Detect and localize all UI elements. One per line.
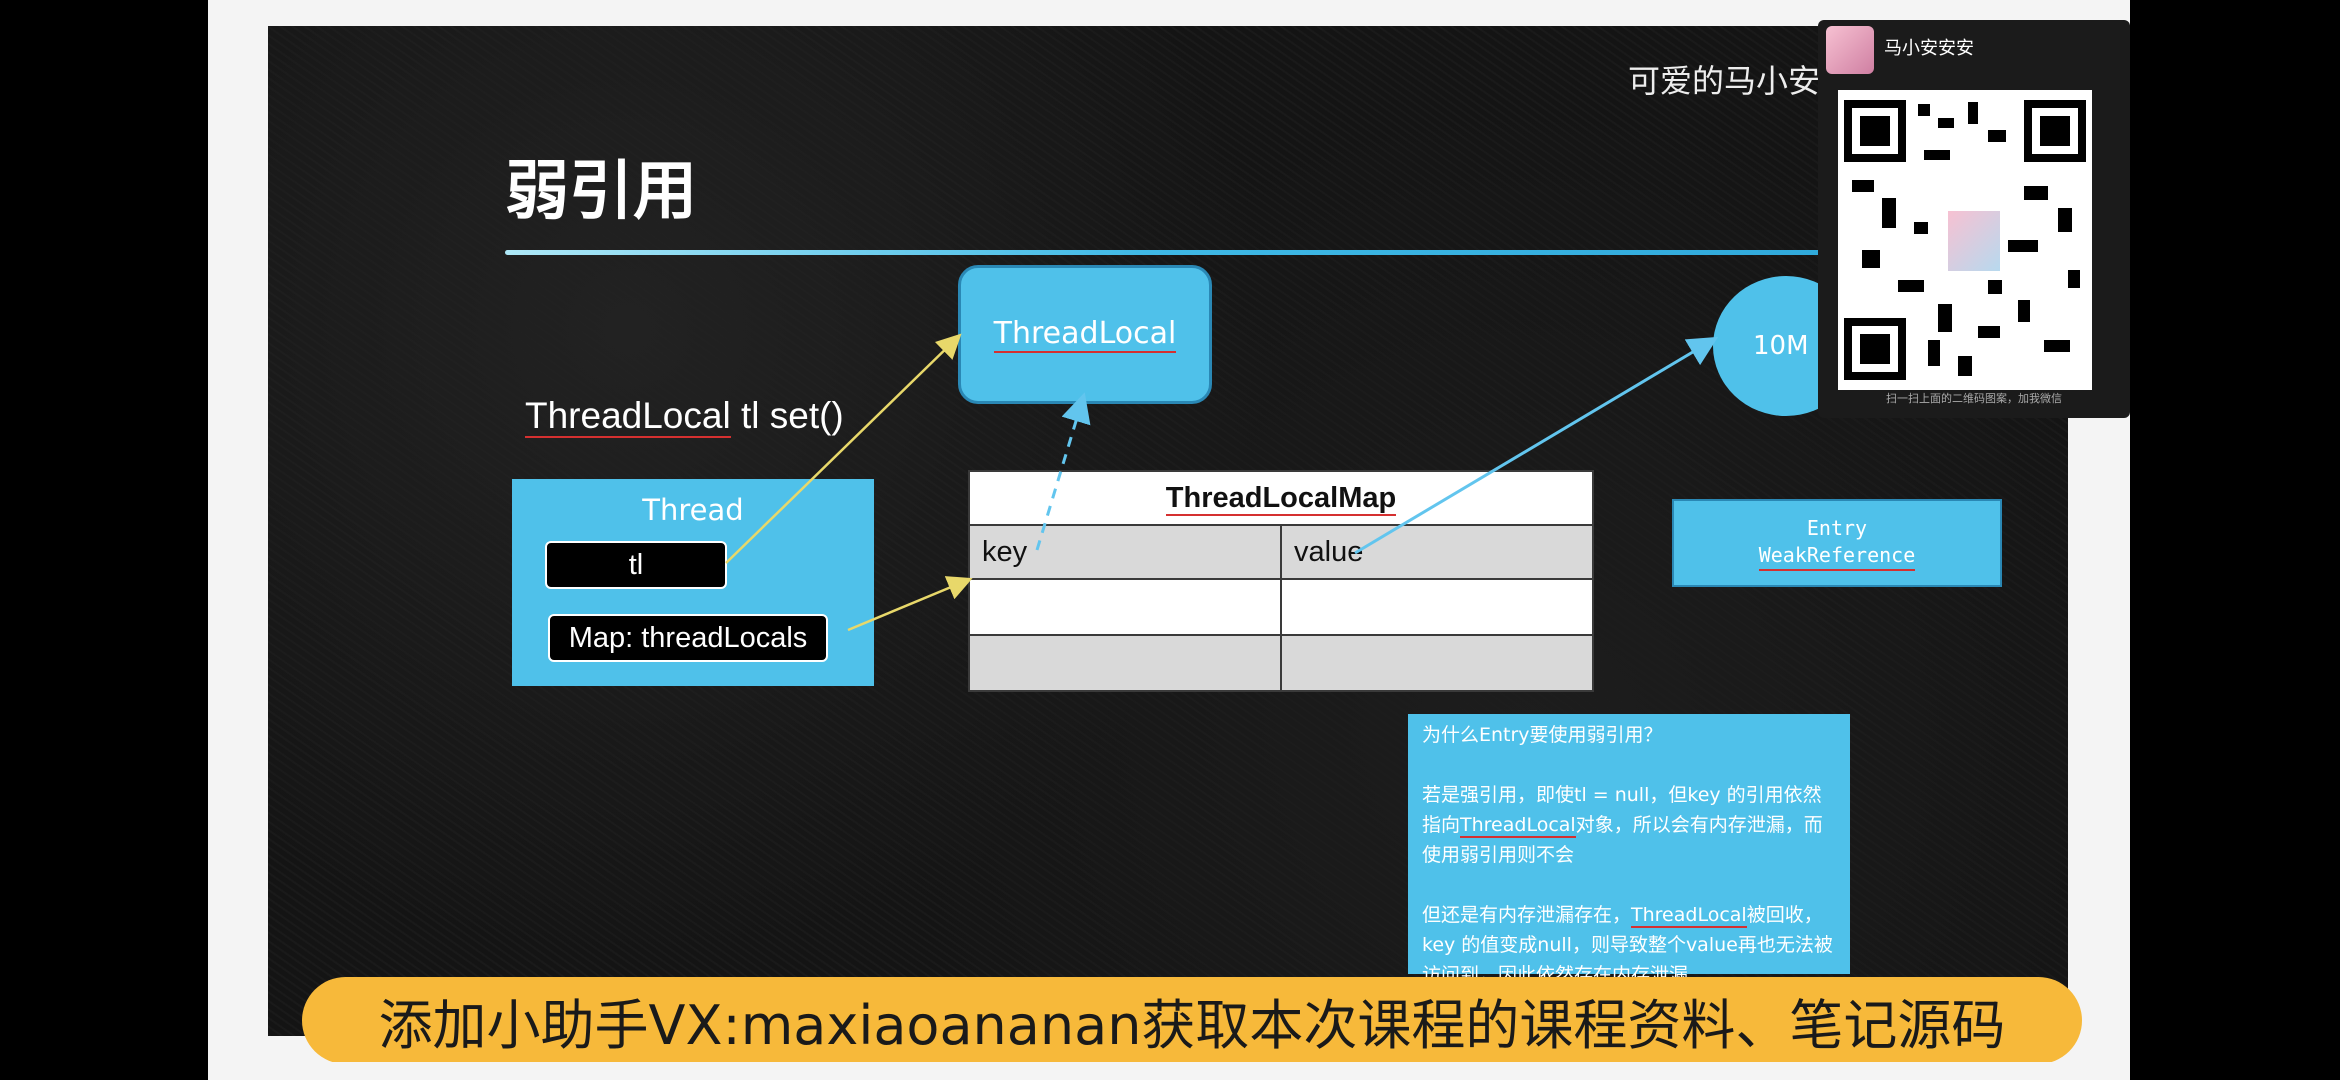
explanation-note: 为什么Entry要使用弱引用？ 若是强引用，即使tl = null，但key 的… [1408,714,1850,986]
qr-center-avatar [1945,208,2003,274]
code-line-suffix: tl set() [730,395,844,436]
col-key: key [968,524,1282,580]
qr-code-image [1838,90,2092,390]
threadlocal-label: ThreadLocal [993,316,1177,353]
entry-label: Entry [1806,516,1868,540]
thread-label: Thread [642,493,744,527]
thread-box: Thread tl Map: threadLocals [512,479,874,686]
threadlocal-box: ThreadLocal [958,265,1212,404]
arrow-key-to-threadlocal [1035,392,1091,551]
tl-field: tl [545,541,727,589]
threadlocalmap-table: ThreadLocalMap key value [968,470,1594,692]
table-cell [968,578,1282,636]
entry-box: Entry WeakReference [1672,499,2002,587]
arrow-map-to-table [847,576,973,632]
footer-strip [208,1062,2130,1080]
qr-caption: 扫一扫上面的二维码图案，加我微信 [1886,392,2062,405]
arrow-tl-to-threadlocal [725,333,962,564]
table-cell [1280,578,1594,636]
table-cell [968,634,1282,692]
qr-card: 马小安安安 扫一扫上面的二维码图案，加我微信 [1818,20,2130,418]
weakreference-label: WeakReference [1758,542,1916,571]
promo-banner: 添加小助手VX:maxiaoananan获取本次课程的课程资料、笔记源码 [302,977,2082,1064]
table-title: ThreadLocalMap [1165,481,1397,516]
code-line: ThreadLocal tl set() [525,395,844,438]
title-divider [505,250,2105,255]
avatar [1826,26,1874,74]
slide-title: 弱引用 [505,155,697,229]
qr-name: 马小安安安 [1884,38,1974,59]
table-cell [1280,634,1594,692]
note-question: 为什么Entry要使用弱引用？ [1422,724,1663,746]
table-header: ThreadLocalMap [968,470,1594,526]
map-field: Map: threadLocals [548,614,828,662]
qr-pattern [1844,100,2086,380]
code-line-prefix: ThreadLocal [525,395,731,438]
col-value: value [1280,524,1594,580]
note-paragraph-1: 若是强引用，即使tl = null，但key 的引用依然指向ThreadLoca… [1422,784,1823,866]
arrow-value-to-object [1354,336,1719,555]
